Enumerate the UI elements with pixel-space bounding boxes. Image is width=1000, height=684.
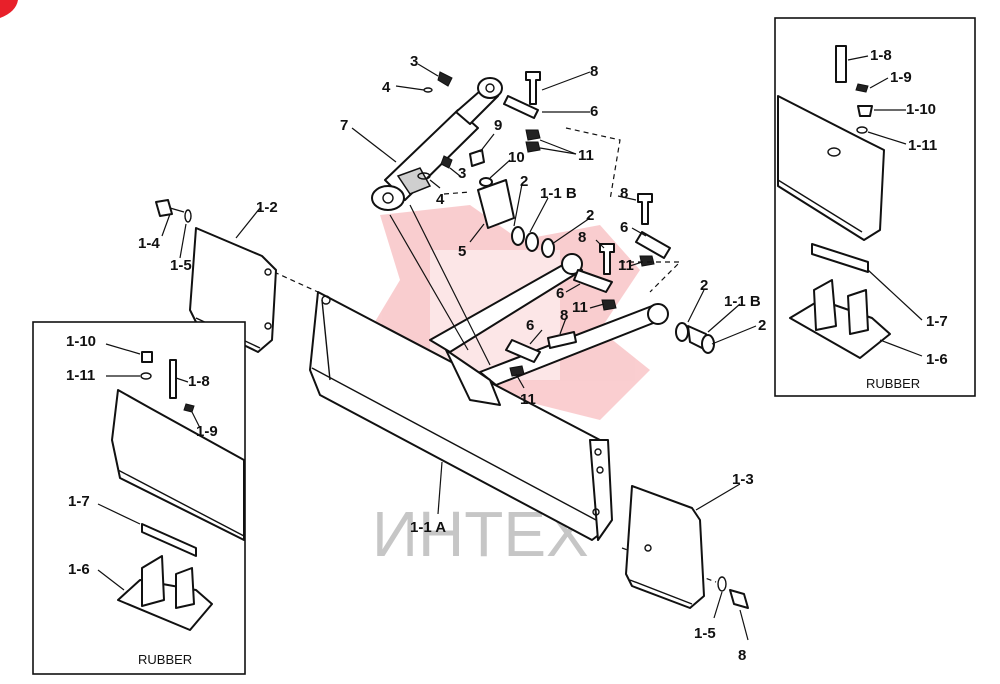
label-washer-right: 1-5 bbox=[694, 625, 716, 642]
inset-right-label-pin: 1-8 bbox=[870, 47, 892, 64]
end-plate-left bbox=[155, 199, 277, 353]
leader-lines bbox=[97, 55, 923, 641]
label-pin-low: 6 bbox=[526, 317, 534, 334]
inset-left-label-shoe: 1-6 bbox=[68, 561, 90, 578]
mount-block bbox=[477, 179, 515, 229]
label-nut-mid: 11 bbox=[618, 257, 634, 274]
label-grease-ring: 10 bbox=[508, 149, 525, 166]
lift-arms bbox=[389, 204, 669, 406]
inset-left-label-washer: 1-11 bbox=[66, 367, 95, 384]
inset-right-label-shoe: 1-6 bbox=[926, 351, 948, 368]
label-bushing-right: 1-1 B bbox=[724, 293, 761, 310]
label-bolt-top: 8 bbox=[590, 63, 598, 80]
label-pin-right: 6 bbox=[556, 285, 564, 302]
inset-left-label-bolt: 1-10 bbox=[66, 333, 96, 350]
label-bolt-left: 1-4 bbox=[138, 235, 160, 252]
label-cylinder: 7 bbox=[340, 117, 348, 134]
label-ring-mid: 4 bbox=[436, 191, 445, 208]
label-grease-cap: 9 bbox=[494, 117, 502, 134]
label-pin-top: 6 bbox=[590, 103, 598, 120]
label-bolt-mid: 8 bbox=[620, 185, 628, 202]
label-nut-low: 11 bbox=[520, 391, 536, 408]
label-bolt-low: 8 bbox=[560, 307, 568, 324]
pins bbox=[503, 95, 671, 363]
label-washer-left: 1-5 bbox=[170, 257, 192, 274]
label-end-plate-right: 1-3 bbox=[732, 471, 754, 488]
inset-right bbox=[774, 17, 976, 397]
label-bolt-right: 8 bbox=[738, 647, 746, 664]
label-pin-mid: 6 bbox=[620, 219, 628, 236]
label-spacer-d: 2 bbox=[758, 317, 766, 334]
label-ring-top: 4 bbox=[382, 79, 391, 96]
nuts bbox=[509, 129, 655, 377]
inset-left-caption: RUBBER bbox=[138, 652, 192, 667]
bolts bbox=[525, 71, 653, 349]
main-blade bbox=[309, 291, 613, 541]
label-end-plate-left: 1-2 bbox=[256, 199, 278, 216]
inset-right-label-clip: 1-9 bbox=[890, 69, 912, 86]
corner-mark bbox=[0, 0, 18, 18]
label-spacer-a: 2 bbox=[520, 173, 528, 190]
callout-labels: 1-1 A 1-1 B 1-1 B 1-2 1-3 1-4 1-5 8 1-5 … bbox=[66, 47, 948, 667]
label-fitting-top: 3 bbox=[410, 53, 418, 70]
inset-right-label-strip: 1-7 bbox=[926, 313, 948, 330]
inset-right-caption: RUBBER bbox=[866, 376, 920, 391]
label-block: 5 bbox=[458, 243, 466, 260]
label-main-blade: 1-1 A bbox=[410, 519, 446, 536]
bushings bbox=[511, 226, 715, 354]
inset-right-label-washer: 1-11 bbox=[908, 137, 937, 154]
label-fitting-mid: 3 bbox=[458, 165, 466, 182]
label-spacer-b: 2 bbox=[586, 207, 594, 224]
label-nut-top: 11 bbox=[578, 147, 594, 164]
hydraulic-cylinder bbox=[371, 77, 503, 211]
inset-left-label-pin: 1-8 bbox=[188, 373, 210, 390]
label-bushing-left: 1-1 B bbox=[540, 185, 577, 202]
fittings bbox=[417, 71, 493, 187]
inset-left-label-clip: 1-9 bbox=[196, 423, 218, 440]
label-nut-right: 11 bbox=[572, 299, 588, 316]
inset-left-label-strip: 1-7 bbox=[68, 493, 90, 510]
label-spacer-c: 2 bbox=[700, 277, 708, 294]
inset-left bbox=[32, 321, 246, 675]
inset-right-label-bolt: 1-10 bbox=[906, 101, 936, 118]
label-bolt-right-arm: 8 bbox=[578, 229, 586, 246]
end-plate-right bbox=[625, 485, 749, 609]
